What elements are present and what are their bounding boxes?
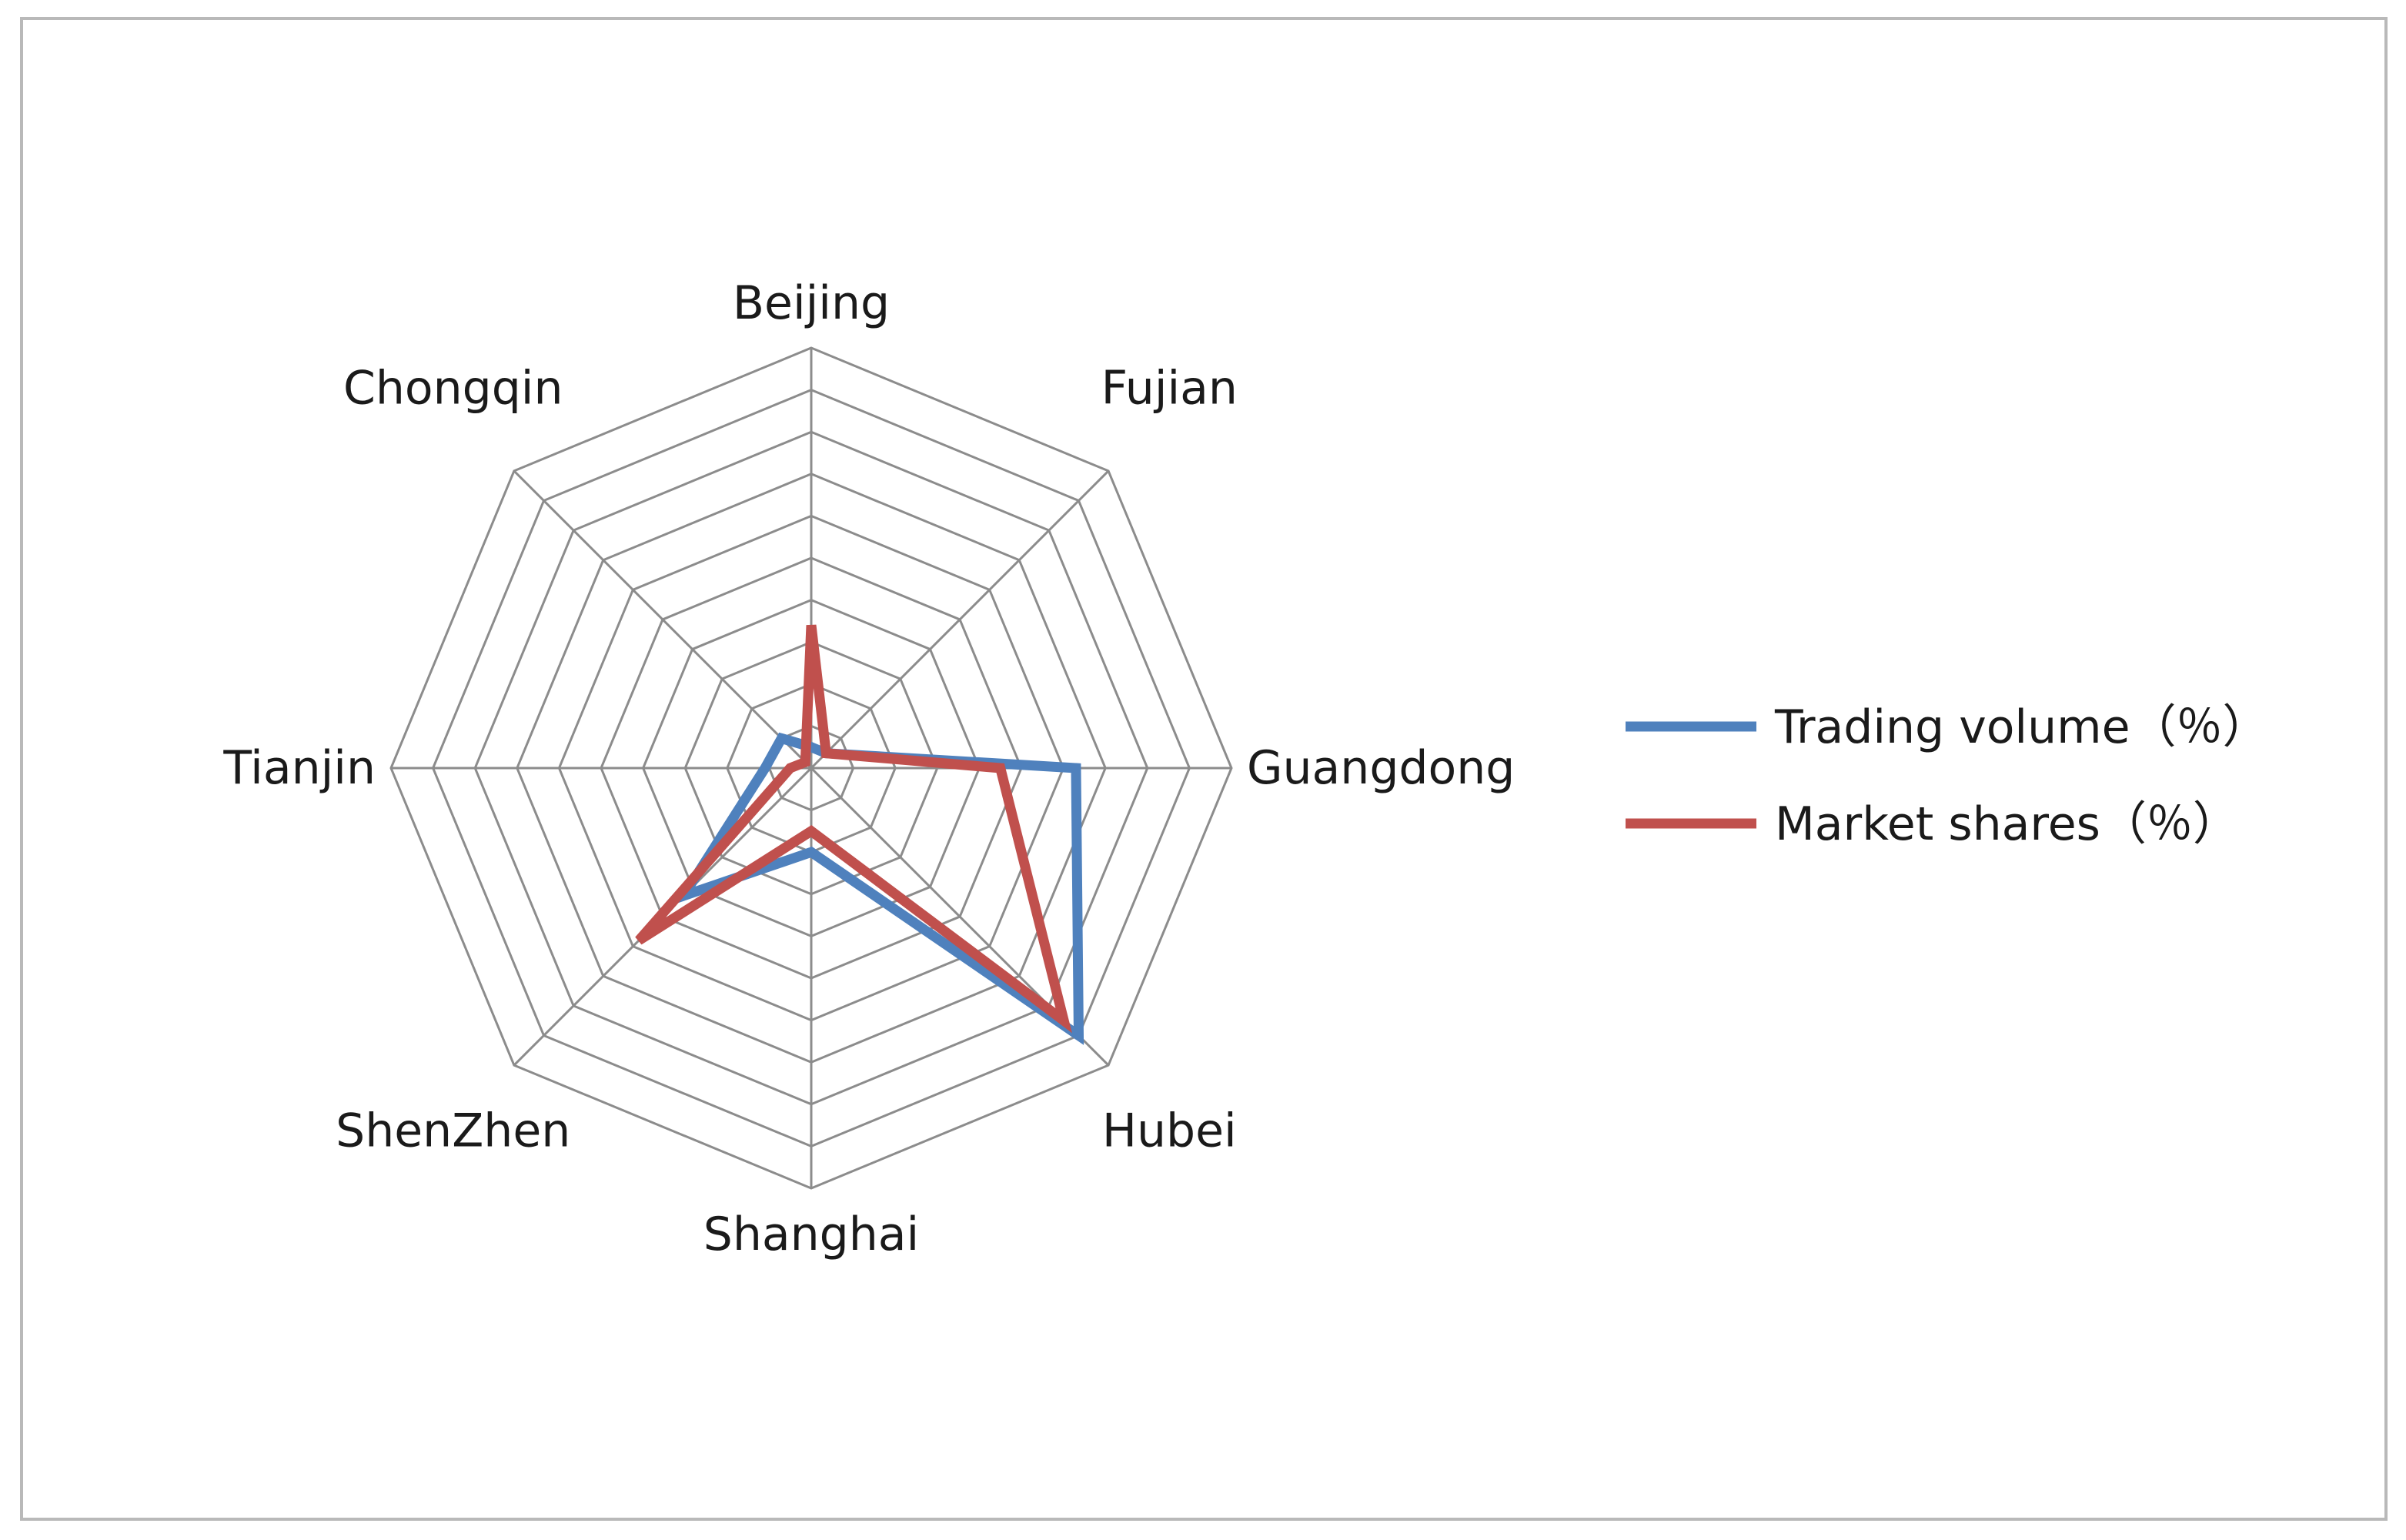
spoke-chongqin <box>513 469 813 770</box>
radar-grid <box>389 346 1233 1190</box>
category-label-tianjin: Tianjin <box>222 741 376 795</box>
legend-label-trading-volume: Trading volume（％） <box>1774 700 2268 754</box>
spoke-fujian <box>810 469 1110 770</box>
category-label-guangdong: Guangdong <box>1247 741 1515 795</box>
category-label-hubei: Hubei <box>1102 1104 1237 1158</box>
series-lines <box>635 624 1084 1045</box>
legend-label-market-shares: Market shares（％） <box>1775 797 2239 851</box>
series-line-market-shares <box>635 624 1072 1034</box>
category-label-shenzhen: ShenZhen <box>336 1104 570 1158</box>
category-label-chongqin: Chongqin <box>343 361 563 415</box>
legend: Trading volume（％） Market shares（％） <box>1626 700 2268 851</box>
category-label-beijing: Beijing <box>733 276 890 330</box>
category-label-fujian: Fujian <box>1101 361 1238 415</box>
category-label-shanghai: Shanghai <box>703 1208 919 1261</box>
